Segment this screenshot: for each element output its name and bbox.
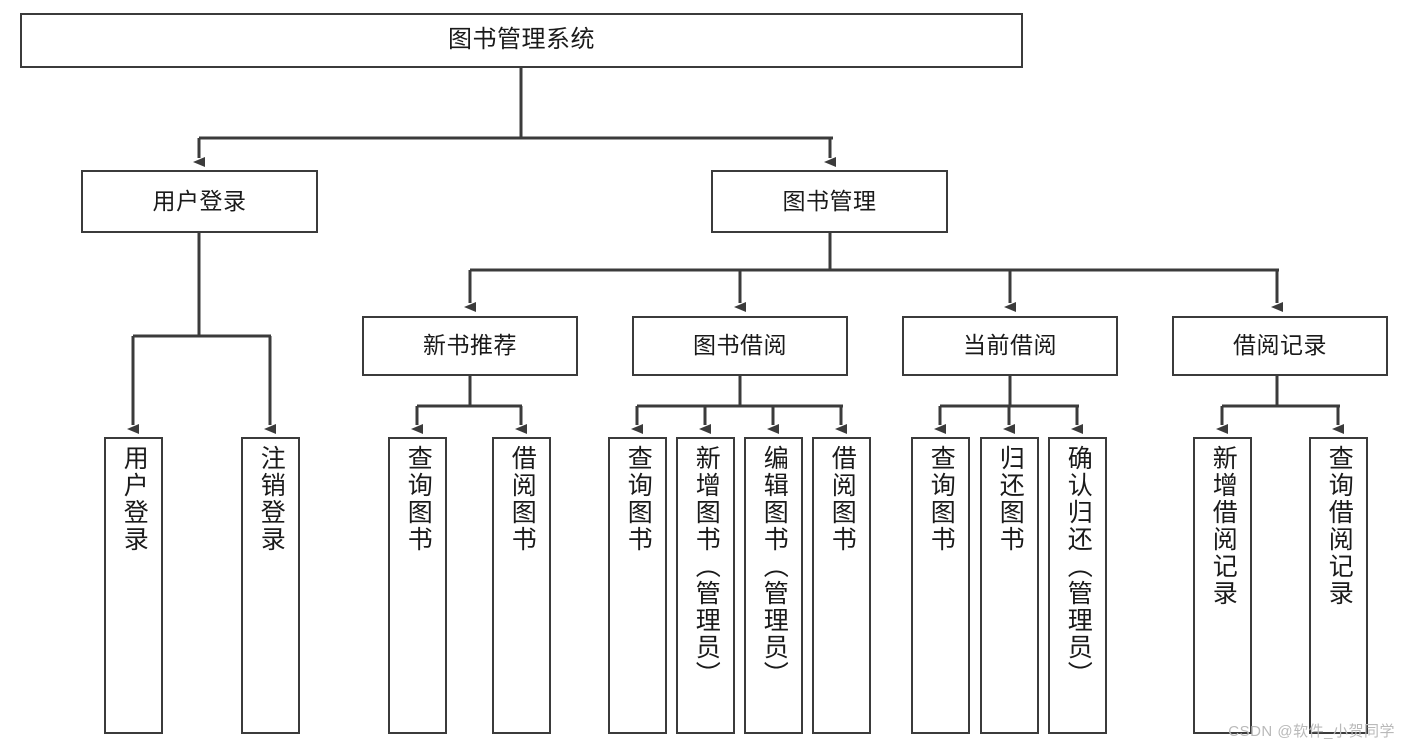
node-label: 借阅图书 <box>508 445 537 553</box>
leaf-confirm-return-admin[interactable]: 确认归还（管理员） <box>1048 437 1107 734</box>
leaf-borrow-book-new-rec[interactable]: 借阅图书 <box>492 437 551 734</box>
node-label: 当前借阅 <box>963 332 1057 359</box>
node-label: 用户登录 <box>152 187 247 214</box>
leaf-return-book[interactable]: 归还图书 <box>980 437 1039 734</box>
node-label: 新增图书（管理员） <box>692 445 721 688</box>
leaf-add-borrow-record[interactable]: 新增借阅记录 <box>1193 437 1252 734</box>
node-label: 注销登录 <box>257 445 286 553</box>
node-label: 用户登录 <box>120 445 149 553</box>
leaf-query-book-borrowing[interactable]: 查询图书 <box>608 437 667 734</box>
node-book-management[interactable]: 图书管理 <box>711 170 948 233</box>
leaf-add-book-admin[interactable]: 新增图书（管理员） <box>676 437 735 734</box>
leaf-query-borrow-record[interactable]: 查询借阅记录 <box>1309 437 1368 734</box>
leaf-edit-book-admin[interactable]: 编辑图书（管理员） <box>744 437 803 734</box>
node-label: 借阅图书 <box>828 445 857 553</box>
leaf-logout-login[interactable]: 注销登录 <box>241 437 300 734</box>
node-current-borrowing[interactable]: 当前借阅 <box>902 316 1118 376</box>
leaf-query-book-current[interactable]: 查询图书 <box>911 437 970 734</box>
node-label: 新增借阅记录 <box>1209 445 1238 607</box>
node-label: 查询借阅记录 <box>1325 445 1354 607</box>
node-root-book-management-system[interactable]: 图书管理系统 <box>20 13 1023 68</box>
node-label: 图书借阅 <box>693 332 787 359</box>
node-label: 查询图书 <box>404 445 433 553</box>
leaf-user-login[interactable]: 用户登录 <box>104 437 163 734</box>
node-borrowing-records[interactable]: 借阅记录 <box>1172 316 1388 376</box>
node-label: 编辑图书（管理员） <box>760 445 789 688</box>
node-label: 新书推荐 <box>423 332 517 359</box>
node-new-book-recommendation[interactable]: 新书推荐 <box>362 316 578 376</box>
node-user-login[interactable]: 用户登录 <box>81 170 318 233</box>
node-label: 图书管理 <box>782 187 877 214</box>
node-label: 确认归还（管理员） <box>1064 445 1093 688</box>
leaf-query-book-new-rec[interactable]: 查询图书 <box>388 437 447 734</box>
node-label: 查询图书 <box>927 445 956 553</box>
node-book-borrowing[interactable]: 图书借阅 <box>632 316 848 376</box>
node-label: 归还图书 <box>996 445 1025 553</box>
node-label: 借阅记录 <box>1233 332 1327 359</box>
node-label: 图书管理系统 <box>448 26 595 54</box>
leaf-borrow-book-borrowing[interactable]: 借阅图书 <box>812 437 871 734</box>
node-label: 查询图书 <box>624 445 653 553</box>
